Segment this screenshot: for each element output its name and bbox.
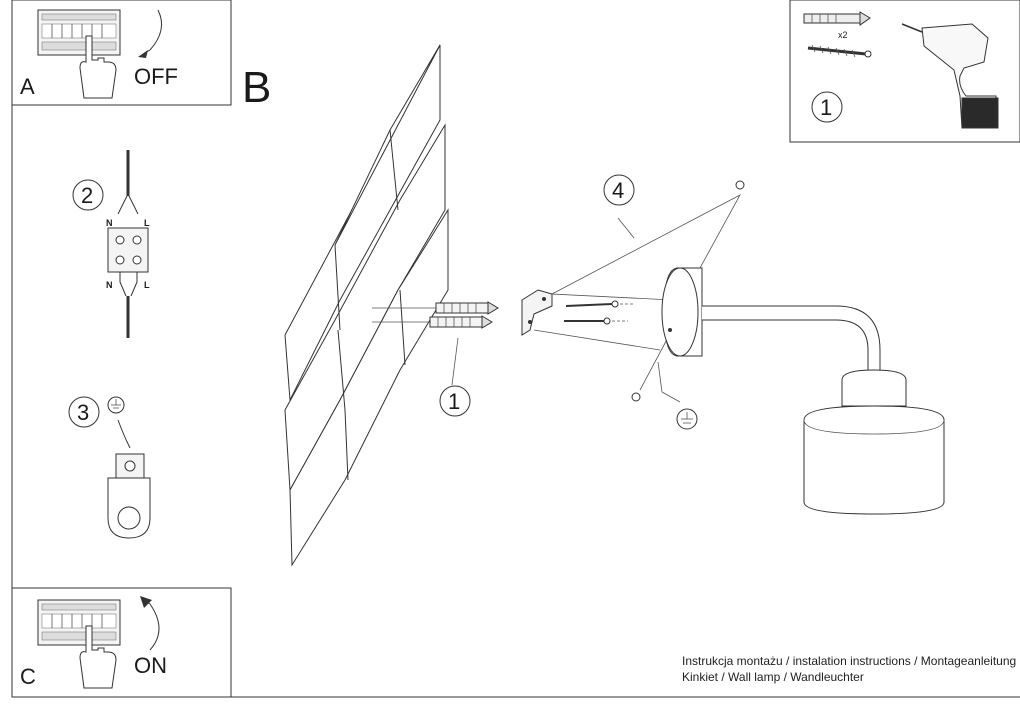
footer-instructions-title: Instrukcja montażu / instalation instruc… <box>682 654 1017 668</box>
tools-step-circle <box>811 91 843 123</box>
anchor-leader-line <box>451 337 459 386</box>
mounting-bracket-icon <box>521 289 553 336</box>
anchor-step-circle <box>439 385 471 417</box>
anchor-step-number: 1 <box>448 389 460 414</box>
tools-panel: x2 1 <box>789 0 1020 143</box>
cover-screw-top-icon <box>735 180 745 190</box>
ground-step-number: 3 <box>77 400 89 425</box>
wall-anchors-icon <box>372 301 499 329</box>
hand-icon-c <box>79 625 117 689</box>
breaker-box-icon-c <box>37 599 121 646</box>
wiring-step: 2 N L N L <box>72 150 150 338</box>
panel-a-letter: A <box>20 74 35 99</box>
ground-step: 3 <box>68 396 151 539</box>
wall-tiles <box>284 44 449 567</box>
wiring-step-circle <box>72 179 104 211</box>
tools-step-number: 1 <box>820 95 832 120</box>
screw-icon <box>807 44 872 58</box>
panel-c-letter: C <box>20 664 36 689</box>
off-label: OFF <box>134 64 178 89</box>
footer-product-name: Kinkiet / Wall lamp / Wandleuchter <box>682 670 864 684</box>
breaker-box-icon <box>37 9 121 56</box>
wiring-step-number: 2 <box>81 183 93 208</box>
arrow-head-icon-c <box>140 596 152 608</box>
ground-symbol-icon-lamp <box>676 408 698 430</box>
hand-icon <box>79 35 117 99</box>
live-label-top: L <box>144 218 150 228</box>
ground-terminal-icon <box>107 453 151 539</box>
cover-screw-bottom-icon <box>631 392 641 402</box>
neutral-label-top: N <box>106 218 113 228</box>
cover-step-circle <box>603 174 635 206</box>
turn-off-arrow-icon <box>142 9 163 55</box>
panel-a: A OFF <box>11 0 232 106</box>
arrow-head-icon <box>138 50 148 58</box>
bracket-screws-icon <box>564 300 634 325</box>
wall-lamp-icon <box>661 267 945 515</box>
panel-c: C ON <box>11 587 232 698</box>
on-label: ON <box>134 653 167 678</box>
cover-step-number: 4 <box>612 178 624 203</box>
quantity-label: x2 <box>838 30 848 40</box>
panel-b-letter: B <box>242 63 271 112</box>
wall-plug-icon <box>803 11 871 26</box>
drill-icon <box>901 23 999 129</box>
live-label-bottom: L <box>144 280 150 290</box>
ground-step-circle <box>68 396 100 428</box>
neutral-label-bottom: N <box>106 280 113 290</box>
terminal-block-icon <box>107 227 149 273</box>
turn-on-arrow-icon <box>143 599 160 651</box>
ground-symbol-icon <box>107 396 125 414</box>
